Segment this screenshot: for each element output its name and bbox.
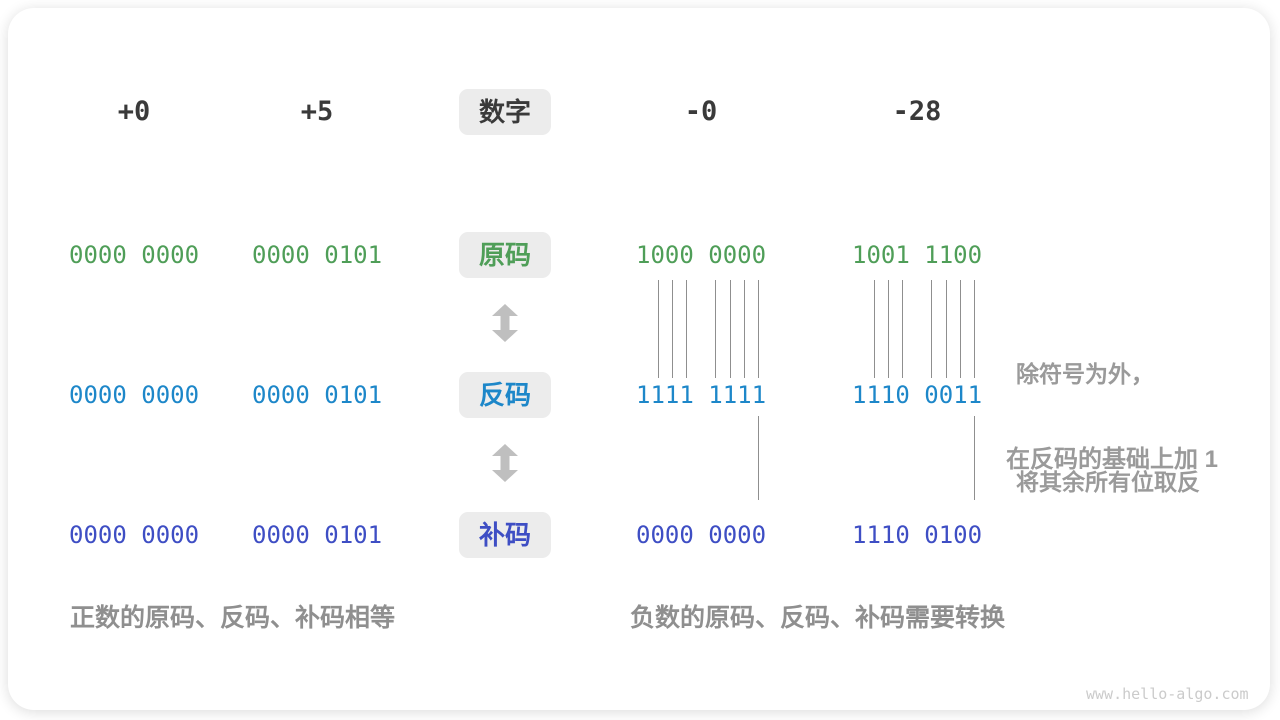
invert-annotation-line2: 将其余所有位取反	[1016, 469, 1200, 495]
twos-complement-minus-28: 1110 0100	[852, 521, 983, 549]
twos-complement-minus-0: 0000 0000	[636, 521, 767, 549]
sign-magnitude-plus-0: 0000 0000	[69, 241, 200, 269]
badge-twos-complement: 补码	[458, 512, 552, 558]
figure-card: +0 +5 -0 -28 数字 原码 反码 补码 0000 0000 0000 …	[8, 8, 1270, 710]
add-one-annotation: 在反码的基础上加 1	[1006, 446, 1219, 473]
invert-connector-line	[715, 280, 716, 378]
invert-connector-line	[658, 280, 659, 378]
invert-connector-line	[888, 280, 889, 378]
invert-connector-line	[874, 280, 875, 378]
negative-caption: 负数的原码、反码、补码需要转换	[630, 604, 1006, 632]
add-one-connector-line	[758, 416, 759, 500]
invert-annotation: 除符号为外， 将其余所有位取反	[1016, 284, 1200, 572]
invert-annotation-line1: 除符号为外，	[1016, 361, 1154, 387]
invert-connector-line	[672, 280, 673, 378]
invert-connector-line	[744, 280, 745, 378]
watermark: www.hello-algo.com	[1086, 685, 1249, 703]
badge-sign-magnitude: 原码	[458, 232, 552, 278]
number-label-plus-0: +0	[117, 96, 151, 127]
invert-connector-line	[730, 280, 731, 378]
twos-complement-plus-0: 0000 0000	[69, 521, 200, 549]
double-arrow-icon	[492, 304, 518, 342]
number-label-minus-0: -0	[684, 96, 718, 127]
ones-complement-plus-5: 0000 0101	[252, 381, 383, 409]
ones-complement-minus-0: 1111 1111	[636, 381, 767, 409]
invert-connector-line	[902, 280, 903, 378]
sign-magnitude-minus-28: 1001 1100	[852, 241, 983, 269]
add-one-connector-line	[974, 416, 975, 500]
invert-connector-line	[974, 280, 975, 378]
ones-complement-minus-28: 1110 0011	[852, 381, 983, 409]
badge-number: 数字	[458, 89, 552, 135]
invert-connector-line	[931, 280, 932, 378]
number-label-plus-5: +5	[300, 96, 334, 127]
ones-complement-plus-0: 0000 0000	[69, 381, 200, 409]
invert-connector-line	[686, 280, 687, 378]
invert-connector-line	[960, 280, 961, 378]
number-label-minus-28: -28	[892, 96, 942, 127]
positive-caption: 正数的原码、反码、补码相等	[70, 604, 396, 632]
twos-complement-plus-5: 0000 0101	[252, 521, 383, 549]
badge-ones-complement: 反码	[458, 372, 552, 418]
sign-magnitude-minus-0: 1000 0000	[636, 241, 767, 269]
invert-connector-line	[946, 280, 947, 378]
sign-magnitude-plus-5: 0000 0101	[252, 241, 383, 269]
double-arrow-icon	[492, 444, 518, 482]
invert-connector-line	[758, 280, 759, 378]
